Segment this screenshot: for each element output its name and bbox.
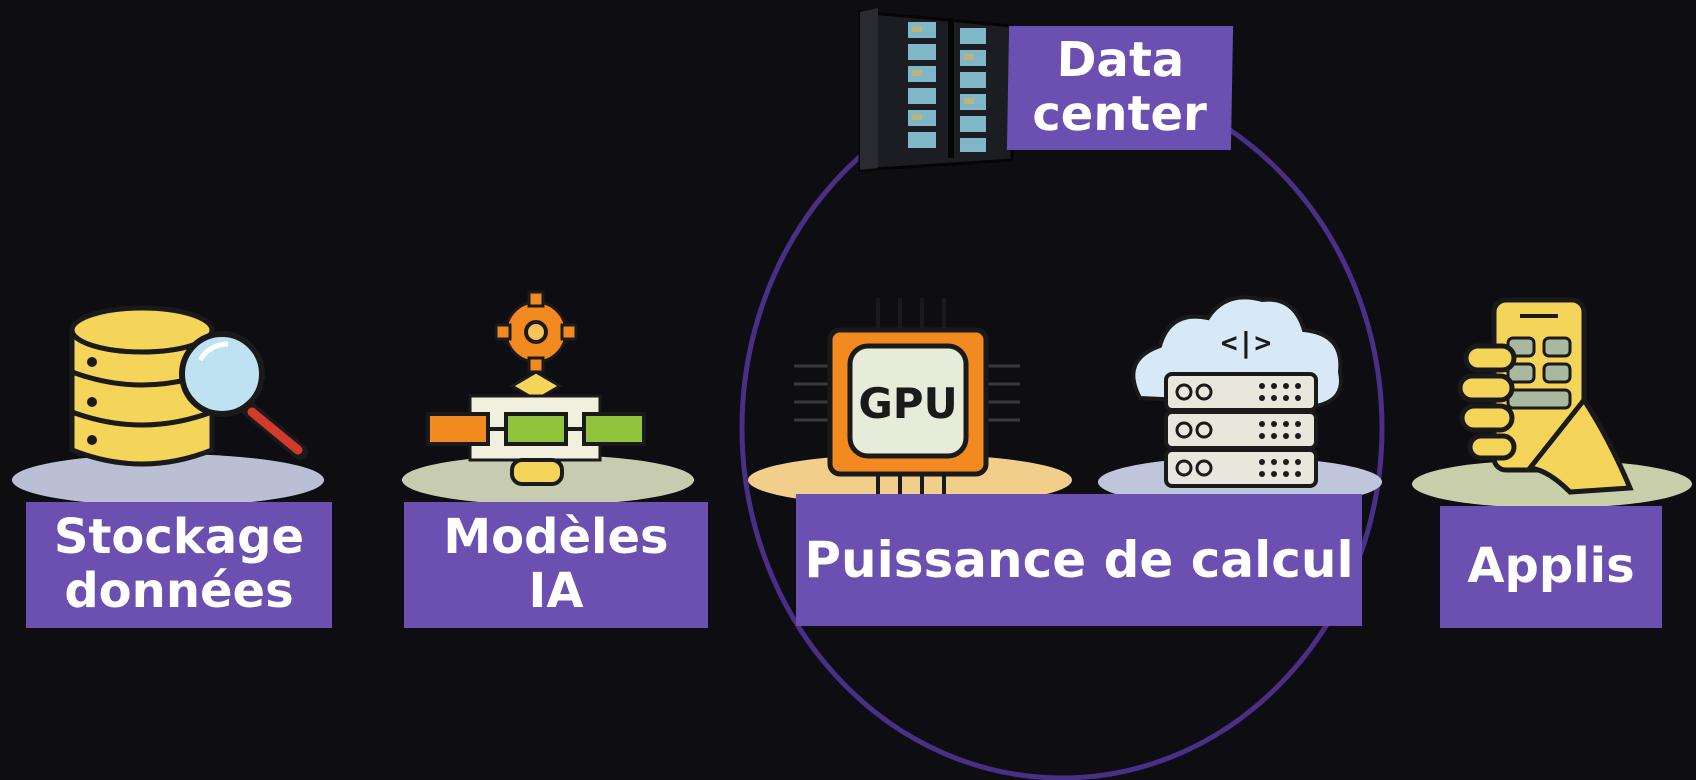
stockage-label-line1: Stockage [53, 509, 305, 566]
puissance-calcul-label: Puissance de calcul [796, 494, 1362, 626]
cloud-code-text: <|> [1221, 326, 1272, 359]
gpu-chip-text: GPU [858, 379, 957, 428]
modeles-label-line2: IA [528, 563, 584, 619]
modeles-label-line1: Modèles [443, 509, 669, 566]
applis-label: Applis [1440, 506, 1662, 628]
stockage-label: Stockage données [26, 502, 332, 628]
stockage-label-line2: données [64, 563, 294, 619]
modeles-label: Modèles IA [404, 502, 708, 628]
